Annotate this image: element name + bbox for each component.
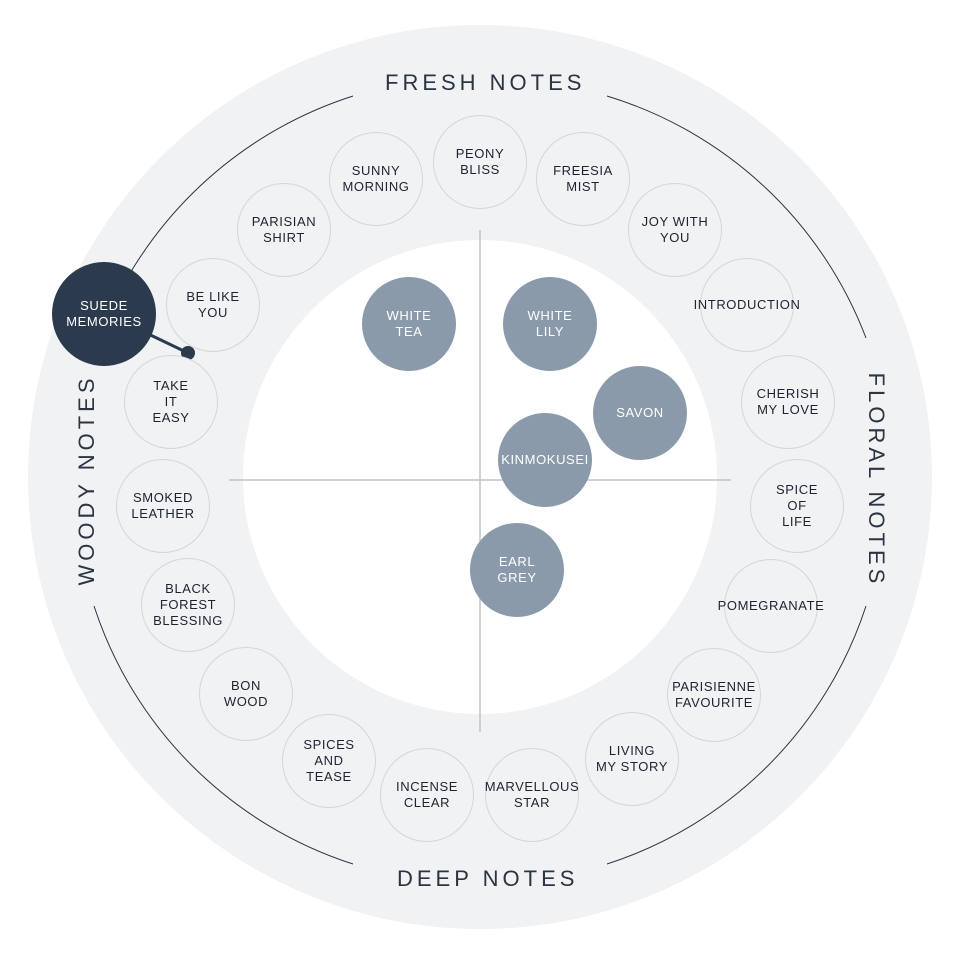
heading-floral-notes: FLORAL NOTES [864,372,889,588]
scent-white-tea[interactable]: WHITE TEA [362,277,456,371]
heading-fresh-notes: FRESH NOTES [385,70,586,95]
scent-bon-wood[interactable]: BON WOOD [199,647,293,741]
scent-sunny-morning[interactable]: SUNNY MORNING [329,132,423,226]
heading-deep-notes: DEEP NOTES [397,866,579,891]
scent-parisienne-favourite[interactable]: PARISIENNE FAVOURITE [667,648,761,742]
arc-deep-woody [93,605,354,865]
scent-be-like-you[interactable]: BE LIKE YOU [166,258,260,352]
scent-peony-bliss[interactable]: PEONY BLISS [433,115,527,209]
scent-joy-with-you[interactable]: JOY WITH YOU [628,183,722,277]
scent-incense-clear[interactable]: INCENSE CLEAR [380,748,474,842]
scent-parisian-shirt[interactable]: PARISIAN SHIRT [237,183,331,277]
scent-freesia-mist[interactable]: FREESIA MIST [536,132,630,226]
scent-living-my-story[interactable]: LIVING MY STORY [585,712,679,806]
scent-smoked-leather[interactable]: SMOKED LEATHER [116,459,210,553]
arc-fresh-floral [606,95,867,339]
scent-introduction[interactable]: INTRODUCTION [694,258,800,352]
scent-cherish-my-love[interactable]: CHERISH MY LOVE [741,355,835,449]
heading-woody-notes: WOODY NOTES [74,374,99,586]
scent-black-forest-blessing[interactable]: BLACK FOREST BLESSING [141,558,235,652]
scent-suede-memories-selected[interactable]: SUEDE MEMORIES [52,262,156,366]
scent-white-lily[interactable]: WHITE LILY [503,277,597,371]
scent-pomegranate[interactable]: POMEGRANATE [718,559,824,653]
scent-earl-grey[interactable]: EARL GREY [470,523,564,617]
scent-spices-and-tease[interactable]: SPICES AND TEASE [282,714,376,808]
scent-take-it-easy[interactable]: TAKE IT EASY [124,355,218,449]
scent-kinmokusei[interactable]: KINMOKUSEI [498,413,592,507]
arc-floral-deep [606,605,867,865]
scent-marvellous-star[interactable]: MARVELLOUS STAR [485,748,579,842]
scent-spice-of-life[interactable]: SPICE OF LIFE [750,459,844,553]
scent-savon[interactable]: SAVON [593,366,687,460]
